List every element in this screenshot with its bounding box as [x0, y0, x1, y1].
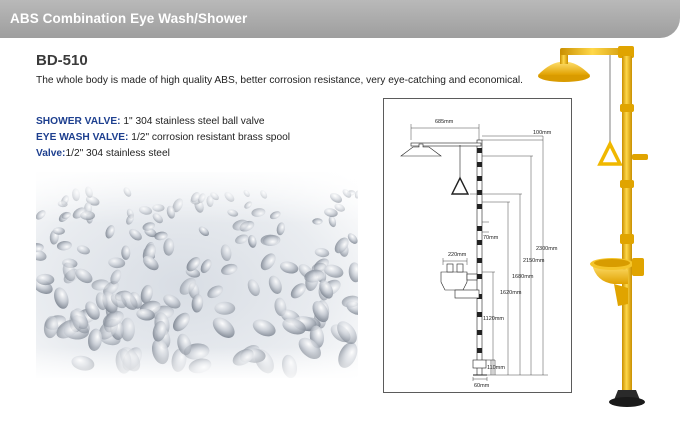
model-number: BD-510 [36, 52, 88, 69]
shower-head [400, 143, 442, 157]
main-pipe [622, 56, 632, 392]
dim-bowl-height: 1120mm [483, 316, 504, 322]
dim-total-height: 2300mm [536, 246, 558, 252]
spec-label: Valve: [36, 148, 66, 159]
pipe-pole [476, 139, 483, 376]
abs-pellets-image [36, 172, 358, 378]
spec-label: SHOWER VALVE: [36, 116, 121, 127]
pull-handle [597, 140, 623, 166]
header-bar [0, 0, 680, 38]
dimension-drawing: 685mm 100mm 2300mm 2150mm 1680mm 1620mm … [383, 98, 572, 393]
dim-foot-offset: 110mm [487, 365, 505, 371]
dim-pull-height: 1680mm [512, 274, 534, 280]
header: ABS Combination Eye Wash/Shower [0, 0, 680, 38]
dim-top-clearance: 100mm [533, 130, 552, 136]
spec-value: 1/2" corrosion resistant brass spool [128, 132, 291, 143]
page-title: ABS Combination Eye Wash/Shower [10, 11, 248, 26]
dim-shower-height: 2150mm [523, 258, 545, 264]
spec-value: 1/2" 304 stainless steel [65, 148, 170, 159]
dim-eyewash-height: 1620mm [500, 290, 522, 296]
dim-base-width: 60mm [474, 383, 490, 389]
dim-pipe-gap: 70mm [483, 235, 499, 241]
spec-label: EYE WASH VALVE: [36, 132, 129, 143]
eyewash-shower-product-image [538, 46, 648, 407]
spec-shower-valve: SHOWER VALVE: 1" 304 stainless steel bal… [36, 116, 265, 127]
eyewash-valve [632, 258, 644, 276]
dim-shower-reach: 685mm [435, 119, 454, 125]
shower-arm [560, 48, 632, 55]
spec-value: 1" 304 stainless steel ball valve [120, 116, 265, 127]
spec-eyewash-valve: EYE WASH VALVE: 1/2" corrosion resistant… [36, 132, 290, 143]
product-description: The whole body is made of high quality A… [36, 75, 523, 86]
shower-arm [410, 142, 482, 147]
dim-bowl-width: 220mm [448, 252, 467, 258]
eyewash-bowl [440, 271, 468, 291]
pull-handle [450, 176, 470, 195]
spec-valve: Valve:1/2" 304 stainless steel [36, 148, 170, 159]
